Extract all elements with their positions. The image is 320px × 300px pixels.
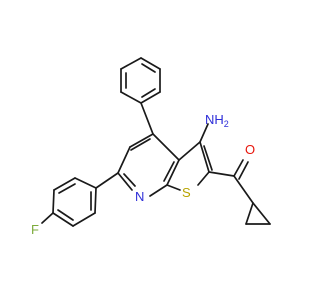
bond [120,57,142,70]
bond [94,187,97,214]
bond [140,91,161,104]
fluorine-label: F [31,222,39,237]
fluorophenyl-ring [41,172,119,227]
bond [72,212,96,227]
structure-canvas: NH2 O N S F [31,57,271,237]
bond [252,202,271,225]
bond [140,102,154,135]
bond [141,63,156,73]
bond [149,184,168,197]
bond [120,91,142,104]
cyclopropyl-ketone [208,159,271,225]
amine-label: NH2 [205,112,229,129]
bond [52,189,55,214]
thiophene-ring [166,141,213,191]
bond [233,175,254,204]
bond [152,133,180,161]
bond [199,123,209,143]
bond [130,138,151,151]
bond [53,177,76,191]
bond [197,171,210,186]
bond [166,159,180,186]
bond [41,212,54,224]
bond [233,159,244,177]
bond [166,184,181,191]
bond [163,161,175,182]
sulfur-label: S [182,185,191,200]
bond [199,141,210,173]
carbonyl-oxygen-label: O [245,142,255,157]
bond [203,145,213,171]
bond [238,161,249,180]
bond [208,171,235,177]
ring-nitrogen-label: N [135,189,144,204]
bond [245,202,254,225]
bond [123,173,136,187]
bond [58,183,76,194]
bond [141,88,156,98]
molecule-structure: NH2 O N S F [31,57,271,237]
phenyl-ring [120,57,161,104]
bond [117,146,131,174]
bond [140,57,161,70]
bond [95,172,119,189]
pyridine-ring [117,133,180,197]
bond [52,212,74,227]
bond [129,133,154,148]
bond [74,177,97,189]
bond [57,209,74,221]
bond [117,172,133,191]
bond [178,141,201,161]
